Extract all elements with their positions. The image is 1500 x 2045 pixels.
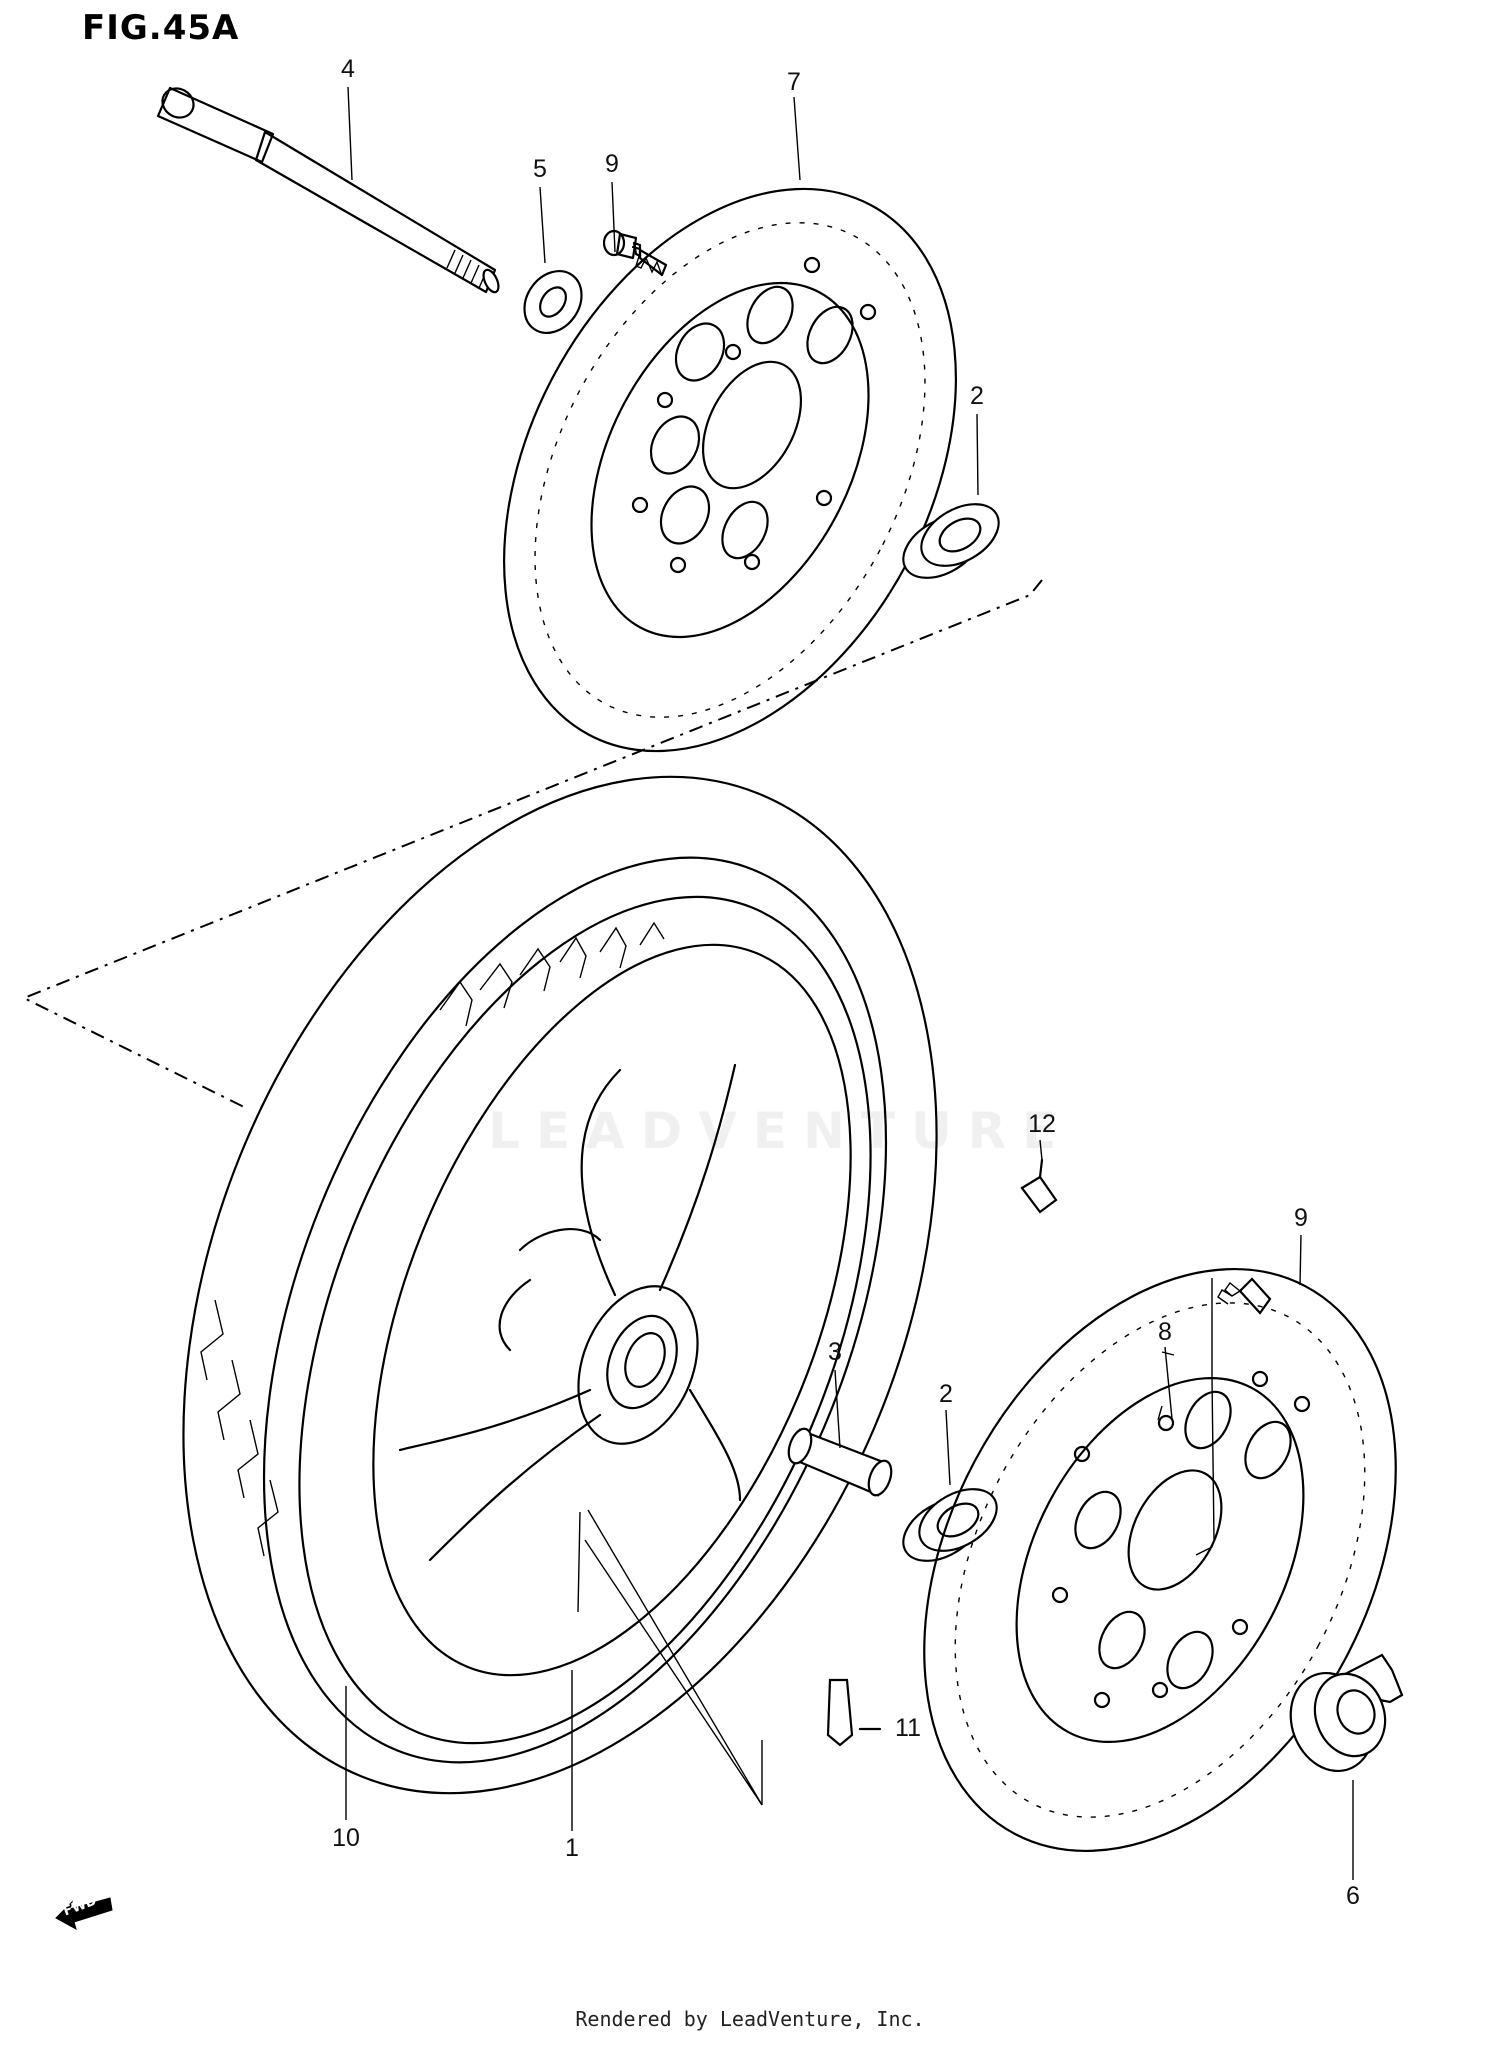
tire-valve <box>826 1678 882 1747</box>
front-wheel <box>182 775 938 1795</box>
washer <box>523 270 583 334</box>
figure-title: FIG.45A <box>82 8 240 48</box>
callout-3: 3 <box>828 1338 842 1366</box>
spacer <box>787 1427 893 1497</box>
valve-cap <box>1020 1158 1058 1214</box>
callout-4: 4 <box>341 55 355 83</box>
callout-6: 6 <box>1346 1882 1360 1910</box>
speedometer-gear <box>1289 1653 1404 1773</box>
callout-5: 5 <box>533 155 547 183</box>
callout-11: 11 <box>895 1714 921 1742</box>
watermark: LEADVENTURE <box>488 1102 1073 1160</box>
forward-arrow-icon <box>55 1897 113 1930</box>
leader-lines <box>345 86 1354 1880</box>
callout-10: 10 <box>332 1824 360 1852</box>
disc-bolt-lower <box>1217 1277 1272 1315</box>
bearing-upper <box>902 503 1000 579</box>
front-axle <box>156 86 500 294</box>
footer-credit: Rendered by LeadVenture, Inc. <box>575 2007 925 2031</box>
callout-9-upper: 9 <box>605 150 619 178</box>
callout-8: 8 <box>1158 1318 1172 1346</box>
disc-bolt-upper <box>602 229 668 277</box>
callout-2-lower: 2 <box>939 1380 953 1408</box>
callout-7: 7 <box>787 68 801 96</box>
callout-2-upper: 2 <box>970 382 984 410</box>
callout-12: 12 <box>1028 1110 1056 1138</box>
callout-1: 1 <box>565 1834 579 1862</box>
callout-9-lower: 9 <box>1294 1204 1308 1232</box>
brake-disc-upper <box>503 187 957 753</box>
axle-centerline <box>21 579 1043 1109</box>
brake-disc-lower <box>923 1267 1397 1853</box>
bearing-lower <box>902 1488 998 1562</box>
